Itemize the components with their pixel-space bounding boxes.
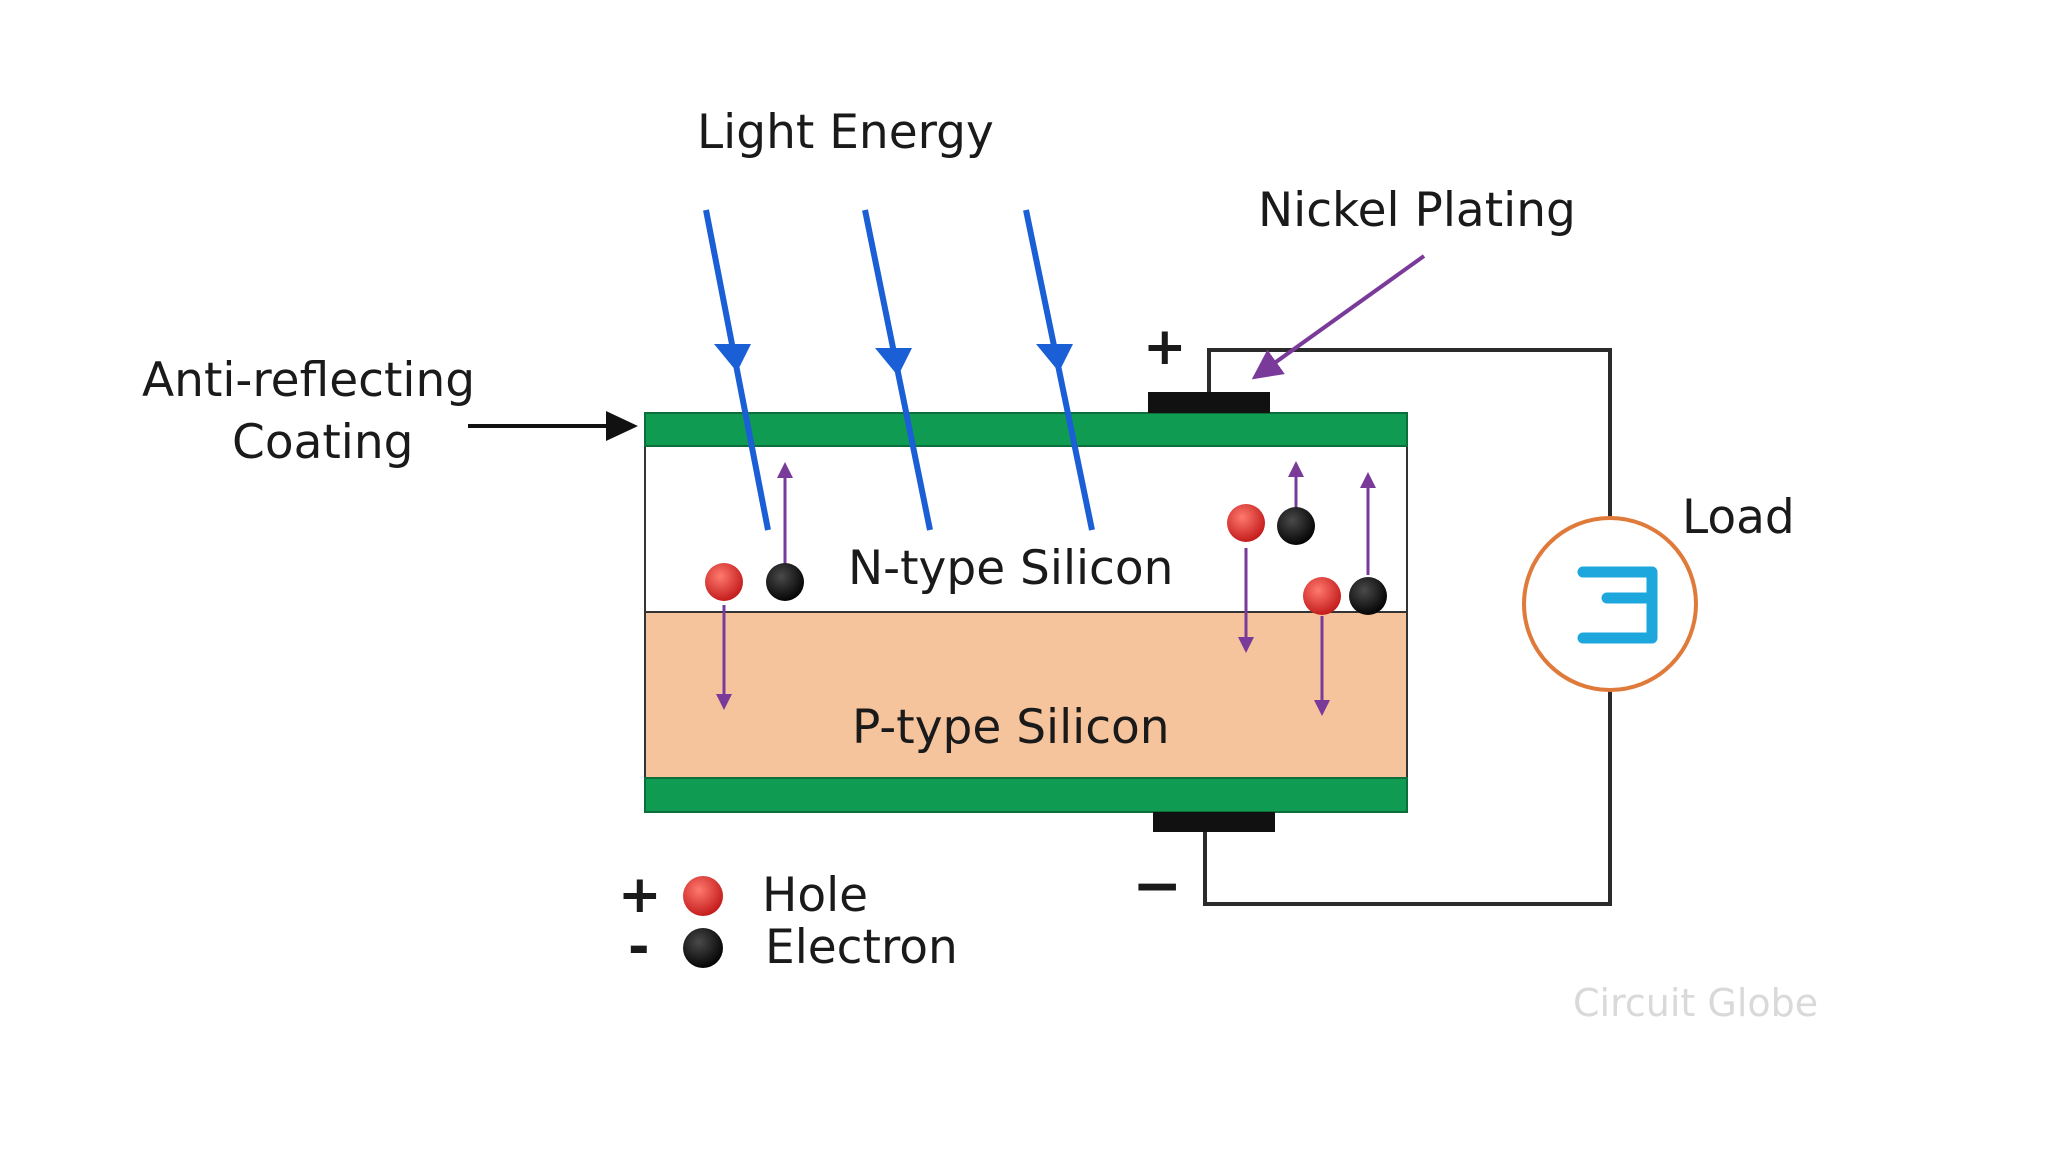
nickel-plating-label: Nickel Plating (1258, 183, 1576, 238)
legend-electron-icon (683, 928, 723, 968)
negative-terminal-label: − (1132, 851, 1182, 921)
light-ray-arrowhead (714, 344, 751, 372)
n-type-silicon-label: N-type Silicon (848, 541, 1173, 596)
legend-electron-sign: - (628, 917, 650, 977)
light-energy-label: Light Energy (697, 105, 994, 160)
electron (1349, 577, 1387, 615)
light-ray-arrowhead (875, 348, 912, 376)
load-coil-icon (1577, 566, 1658, 644)
bottom-coating (644, 777, 1408, 813)
electron (766, 563, 804, 601)
light-rays (703, 209, 1095, 531)
watermark: Circuit Globe (1573, 981, 1818, 1025)
carrier-arrows (716, 461, 1376, 716)
load-circle (1522, 516, 1698, 692)
hole (1303, 577, 1341, 615)
anti-reflecting-label-line2: Coating (232, 415, 413, 470)
hole (1227, 504, 1265, 542)
legend-electron-label: Electron (765, 920, 958, 975)
load-label: Load (1682, 490, 1795, 545)
legend-hole-sign: + (618, 865, 662, 925)
top-electrode (1148, 392, 1270, 413)
bottom-electrode (1153, 812, 1275, 832)
positive-terminal-label: + (1143, 317, 1187, 377)
light-ray-arrowhead (1036, 344, 1073, 372)
legend: + Hole - Electron (618, 865, 958, 977)
anti-reflecting-coating (644, 412, 1408, 447)
electron (1277, 507, 1315, 545)
p-type-silicon-label: P-type Silicon (852, 700, 1170, 755)
carriers (705, 504, 1387, 615)
legend-hole-label: Hole (762, 868, 868, 923)
anti-reflecting-label-line1: Anti-reflecting (142, 353, 475, 408)
nickel-plating-pointer-arrow (1251, 254, 1426, 380)
hole (705, 563, 743, 601)
p-type-layer (644, 611, 1408, 779)
anti-reflecting-arrowhead (606, 411, 638, 441)
legend-hole-icon (683, 876, 723, 916)
